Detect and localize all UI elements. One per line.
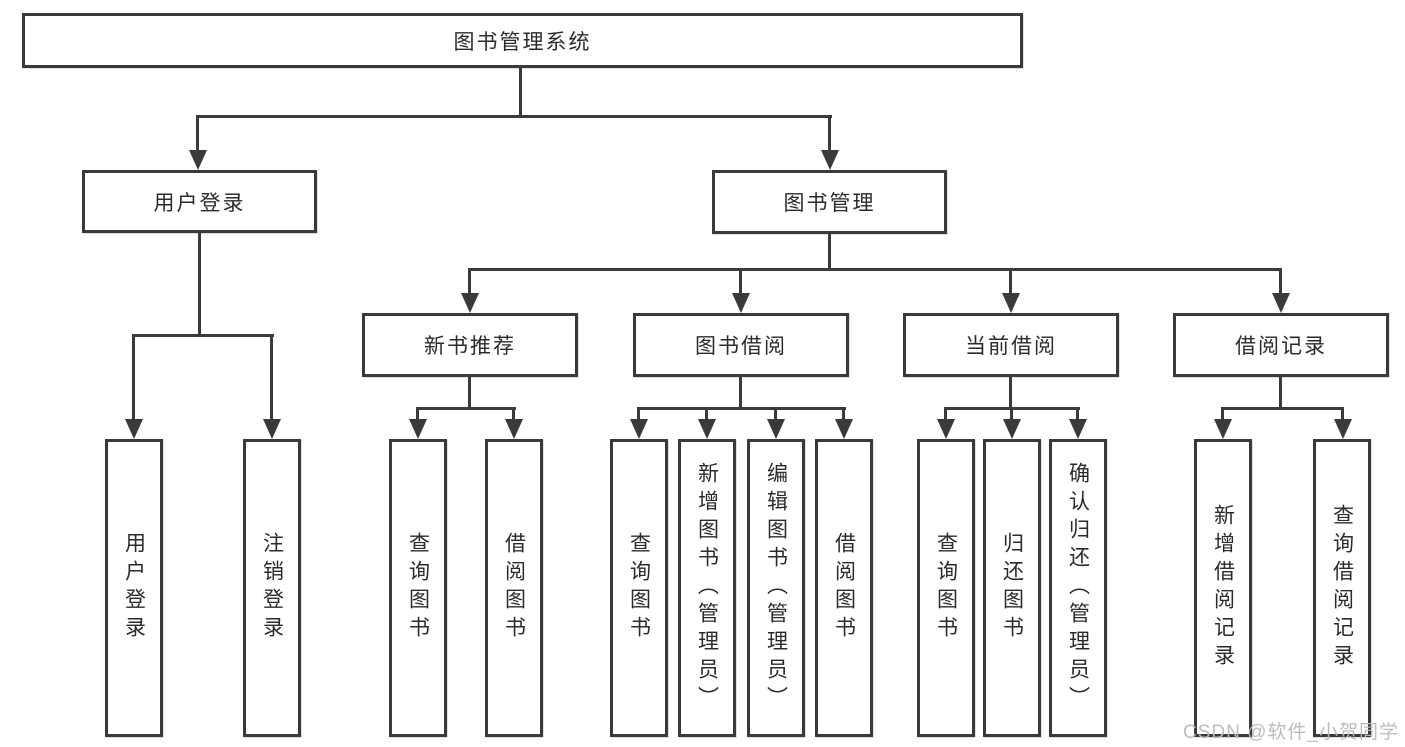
arrowhead-user-login bbox=[189, 150, 207, 170]
leaf-label: 查询图书 bbox=[406, 532, 430, 644]
edge-root-stem bbox=[519, 68, 522, 117]
node-label: 借阅记录 bbox=[1235, 335, 1327, 358]
leaf-borrow-books-1: 借阅图书 bbox=[485, 439, 543, 737]
edge-book-management-crossbar bbox=[468, 268, 1282, 271]
edge-new-book-recommend-crossbar bbox=[416, 407, 516, 410]
leaf-return-books: 归还图书 bbox=[983, 439, 1041, 737]
edge-to-leaf-add-borrow-record bbox=[1221, 407, 1224, 420]
leaf-logout: 注销登录 bbox=[243, 439, 301, 737]
leaf-label: 注销登录 bbox=[260, 532, 284, 644]
node-label: 图书管理系统 bbox=[453, 30, 592, 54]
leaf-label: 借阅图书 bbox=[832, 532, 856, 644]
edge-new-book-recommend-stem bbox=[468, 377, 471, 410]
leaf-user-login: 用户登录 bbox=[105, 439, 163, 737]
node-library-management-system: 图书管理系统 bbox=[22, 13, 1023, 68]
arrowhead-leaf-edit-books-admin bbox=[767, 419, 785, 439]
leaf-label: 确认归还（管理员） bbox=[1066, 462, 1090, 714]
arrowhead-book-borrow bbox=[732, 293, 750, 313]
edge-to-leaf-query-books-3 bbox=[944, 407, 947, 420]
leaf-label: 查询图书 bbox=[627, 532, 651, 644]
leaf-label: 归还图书 bbox=[1000, 532, 1024, 644]
leaf-confirm-return-admin: 确认归还（管理员） bbox=[1049, 439, 1107, 737]
edge-to-leaf-add-books-admin bbox=[705, 407, 708, 420]
leaf-label: 借阅图书 bbox=[502, 532, 526, 644]
node-label: 新书推荐 bbox=[424, 335, 516, 358]
edge-borrow-records-stem bbox=[1279, 377, 1282, 410]
node-user-login: 用户登录 bbox=[82, 170, 317, 233]
edge-to-leaf-query-books-1 bbox=[416, 407, 419, 420]
leaf-add-borrow-record: 新增借阅记录 bbox=[1194, 439, 1252, 737]
csdn-watermark: CSDN @软件_小贺同学 bbox=[1183, 722, 1399, 743]
edge-user-login-crossbar bbox=[133, 334, 274, 337]
edge-current-borrow-stem bbox=[1009, 377, 1012, 410]
arrowhead-borrow-records bbox=[1272, 293, 1290, 313]
node-label: 当前借阅 bbox=[965, 335, 1057, 358]
edge-to-book-borrow bbox=[739, 268, 742, 294]
arrowhead-leaf-query-books-1 bbox=[409, 419, 427, 439]
edge-book-borrow-crossbar bbox=[637, 407, 846, 410]
node-borrow-records: 借阅记录 bbox=[1173, 313, 1389, 377]
node-new-book-recommend: 新书推荐 bbox=[362, 313, 578, 377]
arrowhead-leaf-borrow-books-2 bbox=[835, 419, 853, 439]
leaf-label: 用户登录 bbox=[122, 532, 146, 644]
leaf-query-books-3: 查询图书 bbox=[917, 439, 975, 737]
leaf-query-books-2: 查询图书 bbox=[610, 439, 668, 737]
leaf-add-books-admin: 新增图书（管理员） bbox=[678, 439, 736, 737]
node-book-borrow: 图书借阅 bbox=[633, 313, 849, 377]
leaf-label: 查询借阅记录 bbox=[1330, 504, 1354, 672]
edge-to-leaf-borrow-books-2 bbox=[842, 407, 845, 420]
arrowhead-leaf-logout bbox=[263, 419, 281, 439]
node-label: 图书借阅 bbox=[695, 335, 787, 358]
arrowhead-leaf-confirm-return-admin bbox=[1069, 419, 1087, 439]
arrowhead-book-management bbox=[821, 150, 839, 170]
leaf-edit-books-admin: 编辑图书（管理员） bbox=[747, 439, 805, 737]
edge-to-leaf-logout bbox=[270, 334, 273, 420]
node-label: 用户登录 bbox=[153, 191, 246, 215]
edge-to-leaf-return-books bbox=[1010, 407, 1013, 420]
edge-root-crossbar bbox=[196, 115, 832, 118]
arrowhead-leaf-query-books-2 bbox=[630, 419, 648, 439]
edge-user-login-stem bbox=[198, 233, 201, 336]
edge-book-borrow-stem bbox=[739, 377, 742, 410]
edge-to-leaf-confirm-return-admin bbox=[1076, 407, 1079, 420]
leaf-query-books-1: 查询图书 bbox=[389, 439, 447, 737]
leaf-label: 新增借阅记录 bbox=[1211, 504, 1235, 672]
edge-to-leaf-query-borrow-record bbox=[1341, 407, 1344, 420]
leaf-label: 查询图书 bbox=[934, 532, 958, 644]
arrowhead-leaf-query-borrow-record bbox=[1334, 419, 1352, 439]
arrowhead-leaf-return-books bbox=[1003, 419, 1021, 439]
node-label: 图书管理 bbox=[783, 192, 876, 215]
leaf-borrow-books-2: 借阅图书 bbox=[815, 439, 873, 737]
arrowhead-leaf-query-books-3 bbox=[937, 419, 955, 439]
arrowhead-leaf-user-login bbox=[125, 419, 143, 439]
edge-borrow-records-crossbar bbox=[1221, 407, 1344, 410]
edge-root-to-user-login bbox=[196, 115, 199, 152]
arrowhead-new-book-recommend bbox=[461, 293, 479, 313]
node-current-borrow: 当前借阅 bbox=[903, 313, 1119, 377]
edge-root-to-book-management bbox=[828, 115, 831, 152]
edge-to-current-borrow bbox=[1009, 268, 1012, 294]
arrowhead-leaf-add-borrow-record bbox=[1214, 419, 1232, 439]
leaf-label: 新增图书（管理员） bbox=[695, 462, 719, 714]
edge-to-borrow-records bbox=[1279, 268, 1282, 294]
arrowhead-leaf-borrow-books-1 bbox=[505, 419, 523, 439]
edge-to-leaf-edit-books-admin bbox=[774, 407, 777, 420]
edge-book-management-stem bbox=[828, 234, 831, 271]
arrowhead-current-borrow bbox=[1002, 293, 1020, 313]
edge-to-new-book-recommend bbox=[468, 268, 471, 294]
edge-to-leaf-query-books-2 bbox=[637, 407, 640, 420]
arrowhead-leaf-add-books-admin bbox=[698, 419, 716, 439]
node-book-management: 图书管理 bbox=[712, 170, 947, 234]
edge-to-leaf-user-login bbox=[132, 334, 135, 420]
leaf-label: 编辑图书（管理员） bbox=[764, 462, 788, 714]
edge-to-leaf-borrow-books-1 bbox=[512, 407, 515, 420]
leaf-query-borrow-record: 查询借阅记录 bbox=[1313, 439, 1371, 737]
